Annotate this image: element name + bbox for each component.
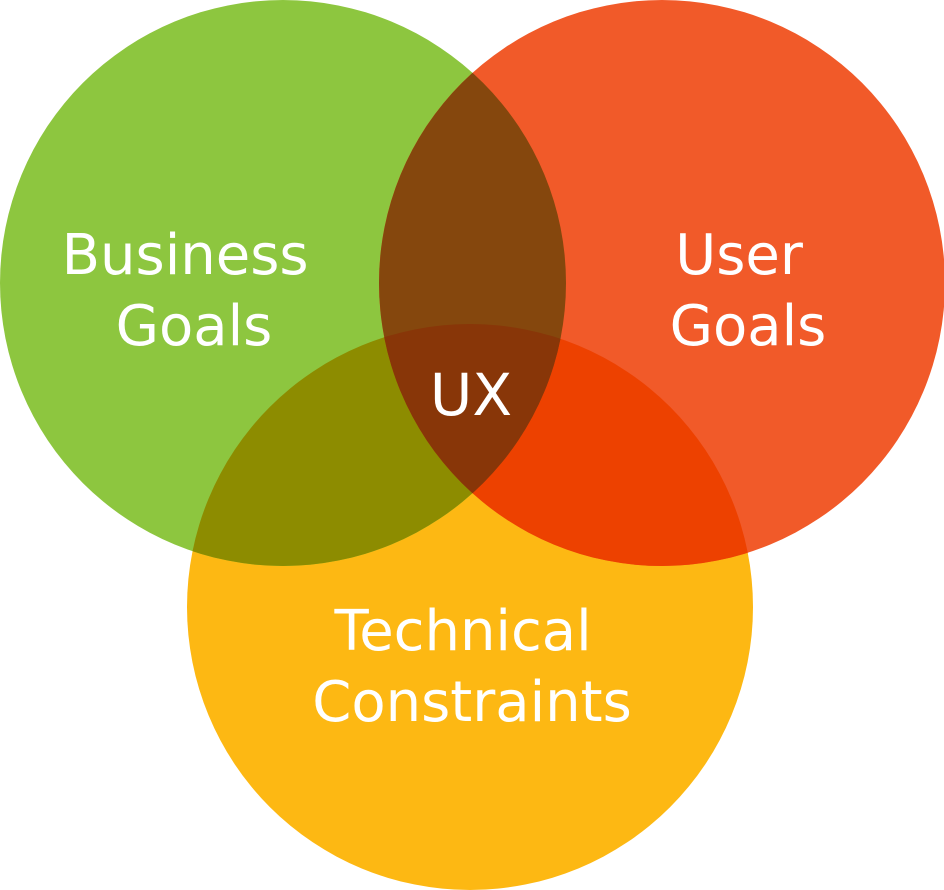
label-user-goals: User Goals [670,223,827,359]
label-user-line-1: User [675,223,804,288]
label-business-line-2: Goals [116,294,273,359]
label-business-goals: Business Goals [62,223,327,359]
label-technical-line-1: Technical [334,599,592,664]
label-user-line-2: Goals [670,294,827,359]
label-business-line-1: Business [62,223,309,288]
label-technical-line-2: Constraints [312,670,632,735]
label-ux: UX [430,361,512,429]
label-technical-constraints: Technical Constraints [312,599,632,735]
